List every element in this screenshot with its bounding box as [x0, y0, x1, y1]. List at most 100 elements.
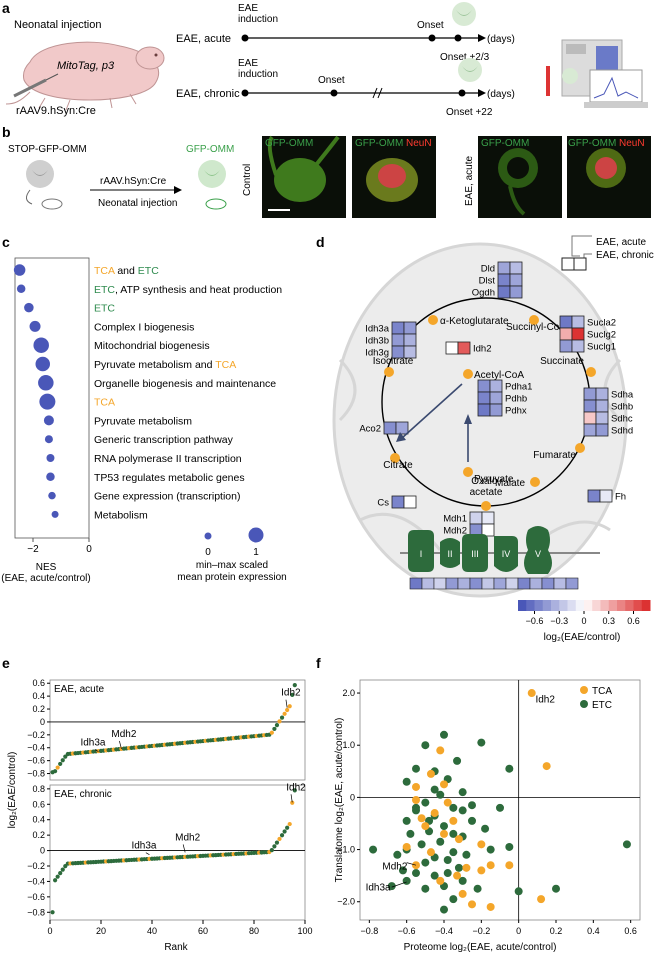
- heatmap-cell-chronic: [509, 285, 523, 299]
- etc-complex: [440, 538, 460, 568]
- etc-point: [55, 874, 60, 879]
- x-tick-label: −0.8: [360, 926, 378, 936]
- panel-f-letter: f: [316, 655, 321, 671]
- etc-point: [477, 738, 486, 747]
- tca-point: [426, 769, 435, 778]
- pathway-term: Metabolism: [94, 509, 148, 521]
- nes-plot-frame: [14, 257, 90, 539]
- etc-heatmap-cell: [445, 577, 459, 590]
- pathway-term-part: Organelle biogenesis and maintenance: [94, 378, 276, 390]
- etc-point: [421, 884, 430, 893]
- heatmap-cell-acute: [583, 387, 597, 401]
- color-scale-step: [526, 600, 535, 611]
- enzyme-label: Idh3a: [365, 324, 389, 335]
- tca-point: [462, 863, 471, 872]
- heatmap-cell-acute: [497, 273, 511, 287]
- nes-dot: [24, 302, 34, 313]
- rank-plot-frame: [49, 679, 306, 781]
- x-tick-label: 0.2: [550, 926, 563, 936]
- neonatal-injection-title: Neonatal injection: [14, 19, 101, 31]
- pathway-term-part: ETC: [94, 284, 115, 296]
- etc-point: [440, 730, 448, 739]
- color-scale-step: [559, 600, 568, 611]
- etc-heatmap-cell: [409, 577, 423, 590]
- etc-point: [481, 824, 490, 833]
- tca-point: [287, 821, 292, 827]
- etc-point: [552, 884, 560, 893]
- f-ylabel: Translatome log₂(EAE, acute/control): [334, 718, 345, 883]
- enzyme-label: Sdhb: [611, 402, 633, 413]
- heatmap-cell-chronic: [403, 495, 417, 509]
- tca-point: [449, 816, 458, 825]
- tca-point: [426, 848, 435, 857]
- tca-point: [486, 861, 495, 870]
- etc-heatmap-cell: [493, 577, 507, 590]
- etc-point: [53, 878, 58, 883]
- tca-point: [443, 798, 452, 807]
- metabolite-node: [586, 367, 596, 377]
- micrograph-control-gfp-channel: GFP-OMM: [265, 138, 313, 149]
- metabolite-node: [390, 453, 400, 463]
- pathway-term-part: TCA: [215, 359, 236, 371]
- heatmap-cell-chronic: [481, 511, 495, 525]
- etc-point: [272, 726, 277, 732]
- acute-row-label: EAE, acute: [176, 33, 231, 45]
- y-tick-label: 2.0: [342, 688, 355, 698]
- metabolite-label-line: Malate: [495, 478, 525, 489]
- etc-point: [449, 848, 458, 857]
- etc-heatmap-cell: [457, 577, 471, 590]
- x-tick-label: 0.6: [624, 926, 637, 936]
- chronic-onset-dot: [330, 89, 338, 97]
- etc-point: [272, 844, 277, 849]
- etc-point: [505, 764, 514, 773]
- enzyme-label: Mdh1: [443, 514, 467, 525]
- gene-label: Idh2: [286, 782, 306, 793]
- metabolite-label-line: Citrate: [383, 460, 413, 471]
- heatmap-cell-chronic: [489, 391, 503, 405]
- gfp-omm-label: GFP-OMM: [186, 144, 234, 155]
- tca-point: [285, 707, 290, 713]
- metabolite-label: α-Ketoglutarate: [440, 316, 509, 327]
- panel-b: b STOP-GFP-OMM rAAV.hSyn:Cre Neonatal in…: [2, 124, 651, 218]
- label-leader: [391, 881, 407, 888]
- metabolite-node: [481, 501, 491, 511]
- etc-point: [468, 816, 476, 825]
- micrograph-acute-gfp-channel: GFP-OMM: [481, 138, 529, 149]
- enzyme-label: Ogdh: [472, 288, 495, 299]
- etc-heatmap-cell: [469, 577, 483, 590]
- pathway-term: Pyruvate metabolism and TCA: [94, 359, 236, 371]
- etc-complex-label: I: [420, 549, 423, 559]
- metabolite-label-line: Succinate: [540, 356, 584, 367]
- etc-point: [282, 829, 287, 834]
- pathway-term: RNA polymerase II transcription: [94, 453, 242, 465]
- heatmap-cell-chronic: [403, 345, 417, 359]
- enzyme-label: Idh2: [473, 344, 492, 355]
- pathway-term: TCA and ETC: [94, 265, 159, 277]
- color-scale-step: [567, 600, 577, 611]
- tca-point: [453, 871, 462, 880]
- etc-point: [486, 845, 495, 854]
- nes-dot: [29, 320, 41, 332]
- legend-tca-marker: [580, 686, 588, 694]
- etc-point: [440, 822, 448, 831]
- pathway-term: Mitochondrial biogenesis: [94, 340, 210, 352]
- pathway-term-part: and: [114, 265, 137, 277]
- etc-heatmap: [409, 577, 579, 590]
- etc-point: [398, 866, 407, 875]
- nes-dot: [48, 491, 56, 500]
- metabolite-label-line: Isocitrate: [373, 356, 414, 367]
- gene-label: Idh3a: [80, 738, 105, 749]
- nes-dot: [44, 435, 53, 444]
- metabolite-label-line: Fumarate: [533, 450, 576, 461]
- heatmap-cell-acute: [559, 339, 573, 353]
- etc-point: [505, 842, 514, 851]
- nes-tick-neg2: −2: [27, 544, 39, 555]
- x-tick-label: 60: [198, 926, 208, 936]
- etc-heatmap-cell: [529, 577, 543, 590]
- etc-point: [274, 840, 280, 845]
- heatmap-cell-chronic: [489, 379, 503, 393]
- pathway-term: Generic transcription pathway: [94, 434, 234, 446]
